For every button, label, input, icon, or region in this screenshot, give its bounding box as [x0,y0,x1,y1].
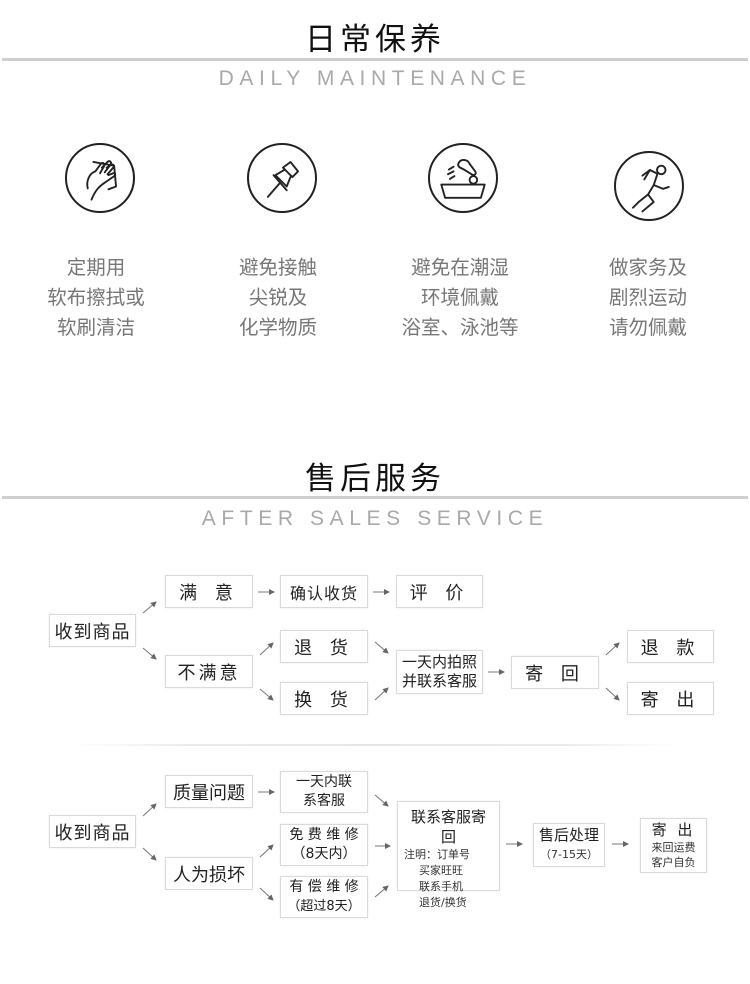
care-text-wipe: 定期用 软布擦拭或 软刷清洁 [6,253,186,343]
box-label: 退 货 [294,637,354,659]
care-text-sharp: 避免接触 尖锐及 化学物质 [188,253,368,343]
flow1-unsatisfied-box: 不满意 [165,655,253,688]
flow2-after-sales-processing-box: 售后处理 （7-15天） [533,823,605,867]
box-line: 买家旺旺 [419,864,463,877]
flow2-paid-repair-box: 有 偿 维 修 （超过8天） [280,876,368,918]
flow-divider [70,744,680,746]
flow2-human-damage-box: 人为损坏 [165,857,253,890]
box-label: 寄 出 [640,689,701,711]
box-label: 收到商品 [54,822,131,844]
flow2-contact-send-back-box: 联系客服寄回 注明：订单号 买家旺旺 联系手机 退货/换货 [397,801,500,909]
pushpin-icon [247,143,317,213]
flow1-send-back-box: 寄 回 [511,656,599,689]
box-label: 寄 回 [525,663,585,685]
flow1-exchange-box: 换 货 [280,682,368,715]
box-label: （7-15天） [540,848,598,861]
flow2-received-box: 收到商品 [49,815,136,848]
box-label: 一天内拍照 [401,653,477,671]
box-label: 换 货 [294,689,354,711]
flow1-review-box: 评 价 [396,575,483,608]
box-line: 来回运费 [651,841,696,854]
box-label: 人为损坏 [173,864,245,886]
box-label: 免 费 维 修 [289,827,359,843]
box-label: 确认收货 [289,583,358,603]
box-label: 并联系客服 [401,672,477,690]
box-label: 满 意 [179,582,239,604]
care-line: 软布擦拭或 [47,286,145,309]
care-line: 软刷清洁 [56,316,135,339]
flow2-quality-issue-box: 质量问题 [165,775,253,808]
title-divider [2,58,748,61]
care-text-exercise: 做家务及 剧烈运动 请勿佩戴 [558,253,738,343]
after-sales-title: 售后服务 [305,461,445,497]
care-line: 做家务及 [608,256,687,279]
flow1-ship-out-box: 寄 出 [627,682,714,715]
flow1-received-box: 收到商品 [49,614,136,647]
wiping-hand-icon [65,143,135,213]
after-sales-subtitle: AFTER SALES SERVICE [201,507,549,530]
box-label: 一天内联 [296,774,352,790]
box-label: 退 款 [640,637,701,659]
flow1-return-box: 退 货 [280,630,368,663]
care-line: 定期用 [66,256,126,279]
box-label: （8天内） [291,846,357,862]
care-line: 化学物质 [238,316,317,339]
box-label: 售后处理 [538,826,599,844]
care-line: 请勿佩戴 [608,316,687,339]
flow1-satisfied-box: 满 意 [165,575,253,608]
box-title: 联系客服寄回 [410,808,486,846]
daily-maintenance-title: 日常保养 [305,22,445,58]
care-line: 环境佩戴 [420,286,499,309]
care-line: 浴室、泳池等 [401,316,519,339]
box-label: 收到商品 [54,621,131,643]
flow1-refund-box: 退 款 [627,630,714,663]
flow2-contact-within-day-box: 一天内联 系客服 [280,771,368,813]
running-person-icon [614,151,684,221]
box-note: 注明：订单号 [404,848,470,861]
flow1-photo-contact-box: 一天内拍照 并联系客服 [396,650,483,694]
daily-maintenance-subtitle: DAILY MAINTENANCE [218,67,532,90]
care-line: 避免在潮湿 [411,256,509,279]
care-line: 剧烈运动 [608,286,687,309]
flow1-confirm-receipt-box: 确认收货 [280,575,368,608]
flow2-free-repair-box: 免 费 维 修 （8天内） [280,824,368,866]
box-label: （超过8天） [287,899,361,914]
box-title: 寄 出 [651,821,696,839]
care-line: 尖锐及 [248,286,308,309]
flow2-ship-out-box: 寄 出 来回运费 客户自负 [640,818,707,873]
box-line: 退货/换货 [419,896,467,909]
shower-bath-icon [428,143,498,213]
box-label: 质量问题 [173,782,245,804]
box-label: 不满意 [177,662,241,684]
box-label: 有 偿 维 修 [289,879,359,895]
box-label: 评 价 [409,582,470,604]
title-divider [2,496,748,499]
care-line: 避免接触 [238,256,317,279]
box-label: 系客服 [303,793,345,809]
box-line: 联系手机 [419,880,463,893]
box-line: 客户自负 [651,856,696,869]
care-text-humid: 避免在潮湿 环境佩戴 浴室、泳池等 [370,253,550,343]
